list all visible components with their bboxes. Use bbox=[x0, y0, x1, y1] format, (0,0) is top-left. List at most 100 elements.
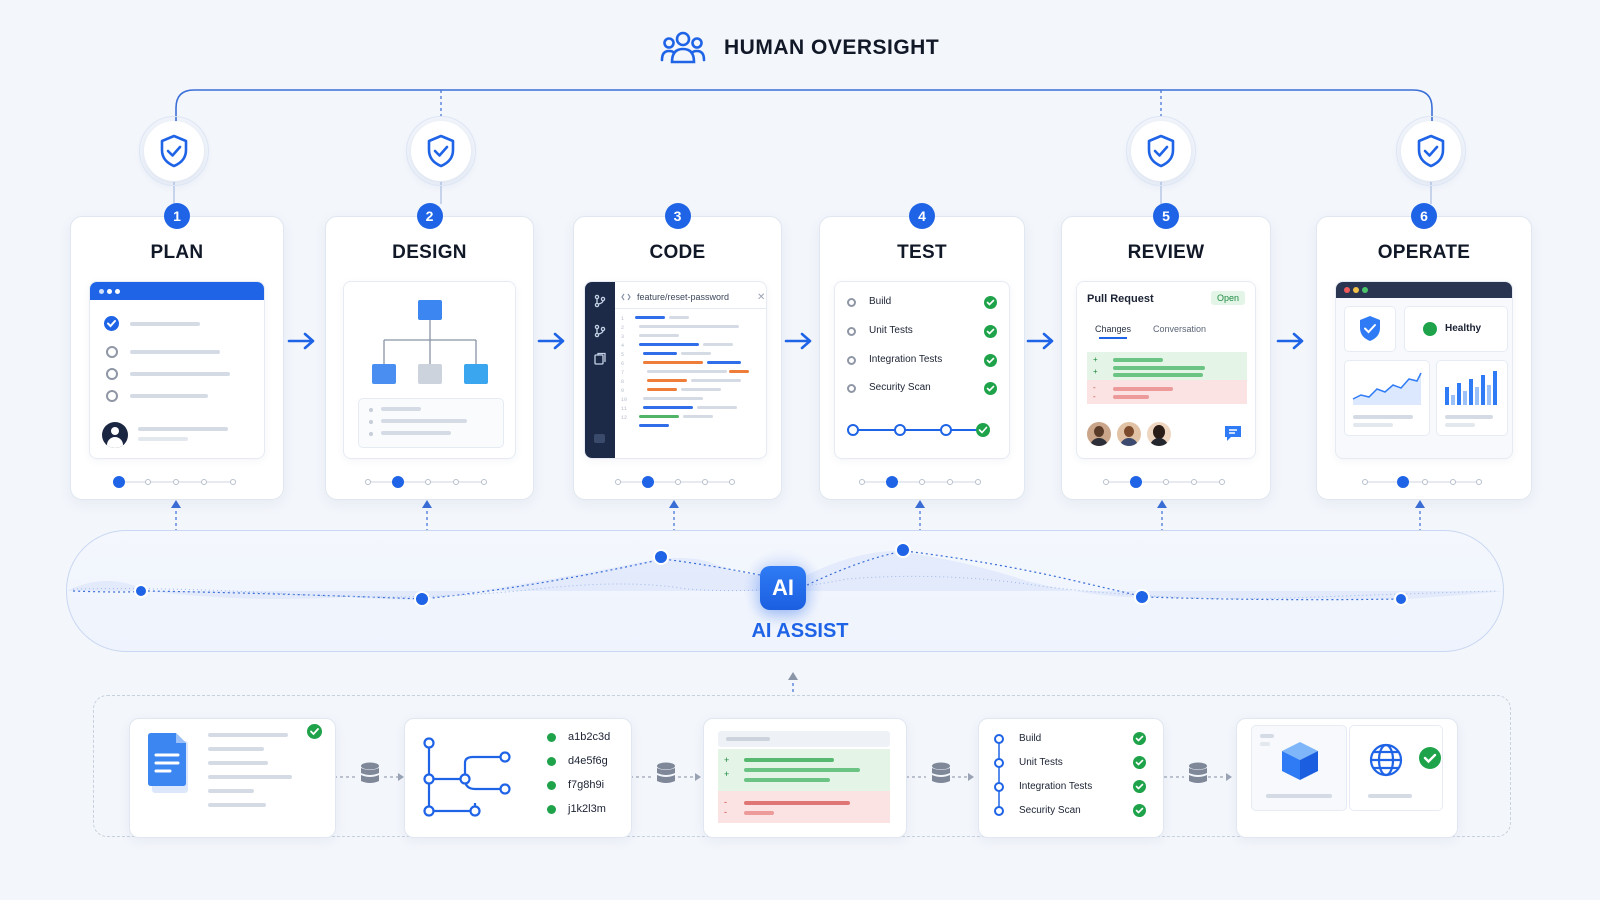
diff-card[interactable]: + + - - bbox=[703, 718, 907, 838]
diff-added: + + bbox=[1087, 352, 1247, 380]
check-icon bbox=[1419, 747, 1441, 769]
test-check-label: Unit Tests bbox=[869, 325, 913, 336]
list-item[interactable]: f7g8h9i bbox=[547, 773, 610, 797]
svg-text:7: 7 bbox=[621, 370, 624, 376]
line-chart bbox=[1352, 372, 1422, 405]
line-chart-widget bbox=[1344, 360, 1430, 436]
stage-title: PLAN bbox=[150, 242, 204, 263]
check-icon bbox=[1133, 804, 1146, 817]
progress-dots bbox=[113, 476, 236, 488]
step-number: 3 bbox=[664, 203, 691, 229]
checkbox-icon bbox=[106, 368, 118, 380]
svg-text:2: 2 bbox=[621, 325, 624, 331]
commit-list: a1b2c3d d4e5f6g f7g8h9i j1k2l3m bbox=[547, 725, 610, 821]
arrow-right-icon bbox=[784, 331, 814, 351]
svg-text:6: 6 bbox=[621, 361, 624, 367]
status-badge: Open bbox=[1210, 291, 1245, 305]
commit-hash: f7g8h9i bbox=[568, 779, 605, 791]
commit-hash: j1k2l3m bbox=[568, 803, 606, 815]
check-icon bbox=[984, 382, 997, 395]
test-check-label: Security Scan bbox=[1019, 805, 1081, 816]
svg-text:3: 3 bbox=[621, 334, 624, 340]
database-icon bbox=[361, 762, 379, 783]
list-item[interactable]: d4e5f6g bbox=[547, 749, 610, 773]
document-card[interactable] bbox=[129, 718, 336, 838]
arrow-right-icon bbox=[287, 331, 317, 351]
stage-title: REVIEW bbox=[1127, 242, 1205, 263]
progress-dots bbox=[1103, 476, 1225, 488]
svg-text:5: 5 bbox=[621, 352, 624, 358]
editor-tab[interactable]: feature/reset-password ✕ bbox=[621, 290, 765, 304]
avatar bbox=[1087, 422, 1111, 446]
test-checks-panel: Build Unit Tests Integration Tests Secur… bbox=[834, 281, 1010, 459]
git-branch-icon bbox=[594, 324, 606, 338]
stage-design[interactable]: 2 DESIGN bbox=[325, 203, 534, 500]
step-number: 2 bbox=[416, 203, 443, 229]
avatar bbox=[1117, 422, 1141, 446]
test-check-label: Build bbox=[1019, 733, 1042, 744]
stage-plan[interactable]: 1 PLAN bbox=[70, 203, 284, 500]
diff-removed: - - bbox=[718, 791, 890, 823]
pipeline-checks-card[interactable]: Build Unit Tests Integration Tests Secur… bbox=[978, 718, 1164, 838]
document-icon bbox=[148, 733, 188, 793]
code-tab-icon bbox=[621, 293, 631, 301]
shield-check-icon bbox=[1396, 116, 1466, 186]
tab-conversation[interactable]: Conversation bbox=[1153, 324, 1207, 334]
stage-review[interactable]: 5 REVIEW Pull Request Open Changes Conve… bbox=[1061, 203, 1271, 500]
git-branch-icon bbox=[423, 737, 511, 817]
step-number: 4 bbox=[909, 203, 935, 229]
operate-dashboard-panel: Healthy bbox=[1335, 281, 1513, 459]
package-panel bbox=[1251, 725, 1347, 811]
people-icon bbox=[660, 31, 706, 64]
test-check-row: Security Scan bbox=[847, 382, 997, 396]
stage-title: DESIGN bbox=[392, 242, 467, 263]
stage-test[interactable]: 4 TEST Build Unit Tests Integration Test… bbox=[819, 203, 1025, 500]
test-check-row: Integration Tests bbox=[1019, 780, 1149, 794]
health-widget: Healthy bbox=[1404, 306, 1508, 352]
window-titlebar bbox=[90, 282, 264, 300]
plan-checklist-panel bbox=[89, 281, 265, 459]
step-number: 6 bbox=[1411, 203, 1437, 229]
svg-text:4: 4 bbox=[621, 343, 624, 349]
svg-text:10: 10 bbox=[621, 397, 627, 403]
health-status: Healthy bbox=[1445, 323, 1482, 334]
progress-dots bbox=[1362, 476, 1482, 488]
commit-hash: d4e5f6g bbox=[568, 755, 608, 767]
close-icon[interactable]: ✕ bbox=[757, 291, 766, 303]
test-check-row: Build bbox=[1019, 732, 1149, 746]
design-diagram-panel bbox=[343, 281, 516, 459]
check-icon bbox=[1133, 732, 1146, 745]
avatar bbox=[1147, 422, 1171, 446]
diff-added: + + bbox=[718, 749, 890, 791]
ai-badge[interactable]: AI bbox=[760, 566, 806, 610]
check-icon bbox=[984, 325, 997, 338]
pipeline-line bbox=[994, 734, 1004, 816]
svg-text:9: 9 bbox=[621, 388, 624, 394]
database-icon bbox=[932, 762, 950, 783]
step-number: 5 bbox=[1153, 203, 1179, 229]
list-item[interactable]: j1k2l3m bbox=[547, 797, 610, 821]
database-icon bbox=[657, 762, 675, 783]
check-icon bbox=[307, 724, 322, 739]
commits-card[interactable]: a1b2c3d d4e5f6g f7g8h9i j1k2l3m bbox=[404, 718, 632, 838]
list-item[interactable]: a1b2c3d bbox=[547, 725, 610, 749]
step-number: 1 bbox=[164, 203, 190, 229]
svg-text:12: 12 bbox=[621, 415, 627, 421]
svg-text:8: 8 bbox=[621, 379, 624, 385]
git-branch-icon bbox=[594, 294, 606, 308]
pull-request-panel: Pull Request Open Changes Conversation +… bbox=[1076, 281, 1256, 459]
progress-dots bbox=[859, 476, 981, 488]
arrow-right-icon bbox=[537, 331, 567, 351]
stage-operate[interactable]: 6 OPERATE Healthy bbox=[1316, 203, 1532, 500]
security-widget bbox=[1344, 306, 1396, 352]
deploy-card[interactable] bbox=[1236, 718, 1458, 838]
pipeline-progress bbox=[847, 423, 990, 437]
chat-icon[interactable] bbox=[1223, 424, 1243, 442]
progress-dots bbox=[365, 476, 487, 488]
test-check-label: Integration Tests bbox=[869, 354, 943, 365]
tab-changes[interactable]: Changes bbox=[1095, 324, 1132, 334]
shield-check-icon bbox=[1126, 116, 1196, 186]
check-icon bbox=[1133, 756, 1146, 769]
